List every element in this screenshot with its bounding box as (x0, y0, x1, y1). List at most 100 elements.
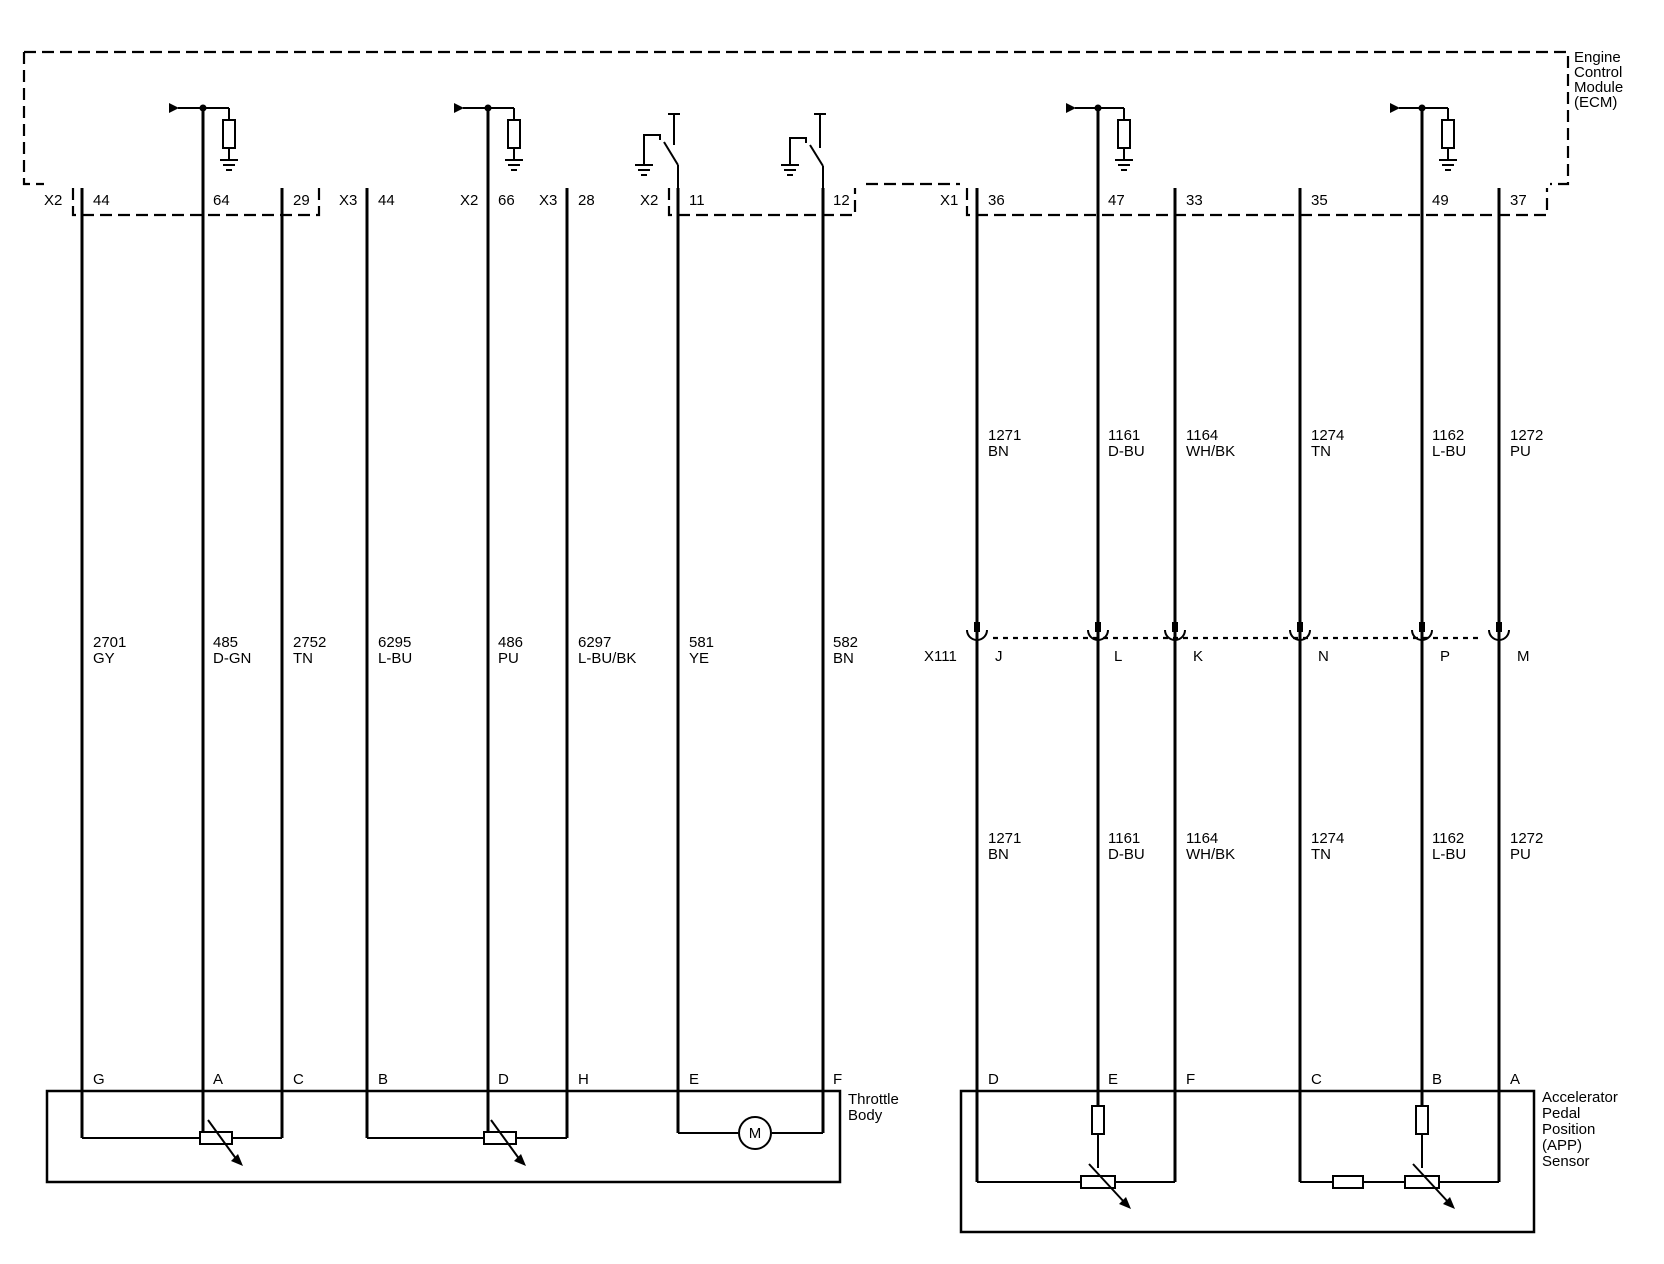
wire-color: L-BU (378, 650, 412, 667)
pin-label: 49 (1432, 192, 1449, 209)
pin-label: 35 (1311, 192, 1328, 209)
x111-connector-label: X111 (924, 648, 957, 665)
app-sensor-wires (975, 108, 1501, 1182)
pin-label: 66 (498, 192, 515, 209)
wire-color: WH/BK (1186, 443, 1235, 460)
circuit-number: 1271 (988, 427, 1021, 444)
component-pin: F (1186, 1071, 1195, 1088)
wire-color: BN (988, 846, 1009, 863)
circuit-number: 6295 (378, 634, 411, 651)
wire-color: BN (988, 443, 1009, 460)
ecm-input-circuit-66 (454, 103, 523, 171)
component-pin: D (498, 1071, 509, 1088)
wire-color: PU (1510, 846, 1531, 863)
circuit-number: 6297 (578, 634, 611, 651)
inline-pin: L (1114, 648, 1122, 665)
wire-color: YE (689, 650, 709, 667)
ecm-internal-circuits (169, 103, 1457, 188)
ecm-label-line-1: Engine (1574, 49, 1621, 66)
app-sensor-labels: X1 36 47 33 35 49 37 1271 1161 1164 1274… (940, 192, 1543, 1088)
motor-driver-switch-11 (635, 113, 680, 188)
app-sensor-label-line-4: (APP) (1542, 1137, 1582, 1154)
ecm-label-line-2: Control (1574, 64, 1622, 81)
wire-color: BN (833, 650, 854, 667)
app-sensor-label-line-1: Accelerator (1542, 1089, 1618, 1106)
inline-pin: N (1318, 648, 1329, 665)
throttle-body-label-line-2: Body (848, 1107, 883, 1124)
wire-color: D-GN (213, 650, 251, 667)
throttle-motor: M (678, 1116, 823, 1150)
ecm-connectors (71, 188, 1549, 217)
wire-color: D-BU (1108, 846, 1145, 863)
ecm-input-circuit-64 (169, 103, 238, 171)
inline-pin: J (995, 648, 1003, 665)
app-sensor-1 (977, 1105, 1175, 1209)
component-pin: A (1510, 1071, 1520, 1088)
pin-label: 47 (1108, 192, 1125, 209)
wire-color: GY (93, 650, 115, 667)
component-pin: E (1108, 1071, 1118, 1088)
circuit-number: 1274 (1311, 427, 1344, 444)
throttle-body-labels: X2 X3 X2 X3 X2 44 64 29 44 66 28 11 12 2… (44, 192, 858, 1088)
ecm-label-line-3: Module (1574, 79, 1623, 96)
circuit-number: 1162 (1432, 427, 1464, 444)
wire-color: L-BU (1432, 443, 1466, 460)
motor-driver-switch-12 (781, 113, 826, 188)
circuit-number: 1274 (1311, 830, 1344, 847)
app-sensor-label-line-5: Sensor (1542, 1153, 1590, 1170)
pin-label: 44 (93, 192, 110, 209)
circuit-number: 582 (833, 634, 858, 651)
x111-inline-connector: X111 (924, 622, 1510, 665)
component-pin: E (689, 1071, 699, 1088)
app-sensor-2 (1300, 1105, 1499, 1209)
component-pin: C (293, 1071, 304, 1088)
wire-color: PU (1510, 443, 1531, 460)
circuit-number: 2752 (293, 634, 326, 651)
pin-label: 44 (378, 192, 395, 209)
throttle-position-sensor-1 (82, 1119, 282, 1166)
ecm-input-circuit-49 (1390, 103, 1457, 171)
wire-color: TN (293, 650, 313, 667)
ecm-input-circuit-47 (1066, 103, 1133, 171)
connector-label: X2 (640, 192, 658, 209)
ecm-module: Engine Control Module (ECM) (22, 49, 1623, 186)
circuit-number: 1164 (1186, 830, 1218, 847)
circuit-number: 1162 (1432, 830, 1464, 847)
circuit-number: 1271 (988, 830, 1021, 847)
inline-pin: M (1517, 648, 1530, 665)
wire-color: WH/BK (1186, 846, 1235, 863)
circuit-number: 486 (498, 634, 523, 651)
connector-label: X2 (44, 192, 62, 209)
wire-color: L-BU/BK (578, 650, 636, 667)
app-sensor-label-line-3: Position (1542, 1121, 1595, 1138)
pin-label: 12 (833, 192, 850, 209)
component-pin: G (93, 1071, 105, 1088)
wire-color: TN (1311, 846, 1331, 863)
circuit-number: 1164 (1186, 427, 1218, 444)
component-pin: A (213, 1071, 223, 1088)
wire-color: L-BU (1432, 846, 1466, 863)
circuit-number: 2701 (93, 634, 126, 651)
pin-label: 11 (689, 192, 705, 209)
wire-color: D-BU (1108, 443, 1145, 460)
wire-color: TN (1311, 443, 1331, 460)
pin-label: 36 (988, 192, 1005, 209)
app-sensor-label-line-2: Pedal (1542, 1105, 1580, 1122)
ecm-label-line-4: (ECM) (1574, 94, 1617, 111)
circuit-number: 1272 (1510, 830, 1543, 847)
component-pin: H (578, 1071, 589, 1088)
pin-label: 37 (1510, 192, 1527, 209)
motor-icon: M (749, 1125, 762, 1142)
connector-label: X2 (460, 192, 478, 209)
pin-label: 28 (578, 192, 595, 209)
throttle-body-wires (80, 108, 825, 1138)
component-pin: F (833, 1071, 842, 1088)
connector-label: X3 (339, 192, 357, 209)
component-pin: C (1311, 1071, 1322, 1088)
app-sensor: Accelerator Pedal Position (APP) Sensor (959, 1089, 1618, 1234)
circuit-number: 581 (689, 634, 714, 651)
pin-label: 33 (1186, 192, 1203, 209)
connector-label: X3 (539, 192, 557, 209)
pin-label: 64 (213, 192, 230, 209)
